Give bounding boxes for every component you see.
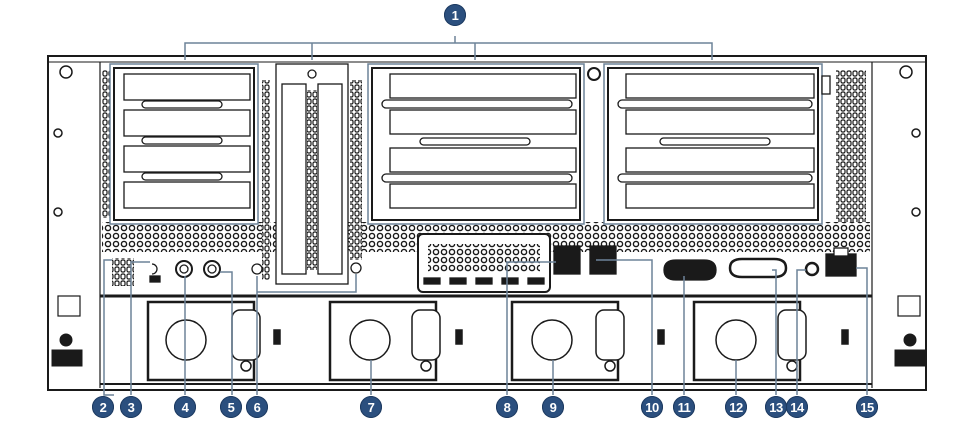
psu-1: [146, 300, 281, 382]
leader-lines: [103, 36, 868, 396]
callout-1-pcie-risers: 1: [444, 4, 466, 26]
psu-2: [328, 300, 463, 382]
callout-11: 11: [673, 396, 695, 418]
callout-13: 13: [765, 396, 787, 418]
callout-12: 12: [725, 396, 747, 418]
callout-5: 5: [220, 396, 242, 418]
io-panel: [112, 233, 857, 293]
callout-7: 7: [360, 396, 382, 418]
callout-3: 3: [120, 396, 142, 418]
chassis: [47, 55, 927, 391]
pcie-riser-4: [587, 63, 831, 225]
callout-9: 9: [542, 396, 564, 418]
psu-4: [692, 300, 849, 382]
pcie-riser-1: [109, 63, 259, 225]
callout-6: 6: [246, 396, 268, 418]
callout-8: 8: [496, 396, 518, 418]
callout-14: 14: [786, 396, 808, 418]
callout-15: 15: [856, 396, 878, 418]
psu-bays: [146, 300, 849, 382]
pcie-riser-3: [367, 63, 585, 225]
callout-4: 4: [174, 396, 196, 418]
callout-10: 10: [641, 396, 663, 418]
psu-3: [510, 300, 665, 382]
pcie-riser-2: [275, 63, 349, 285]
callout-2: 2: [92, 396, 114, 418]
